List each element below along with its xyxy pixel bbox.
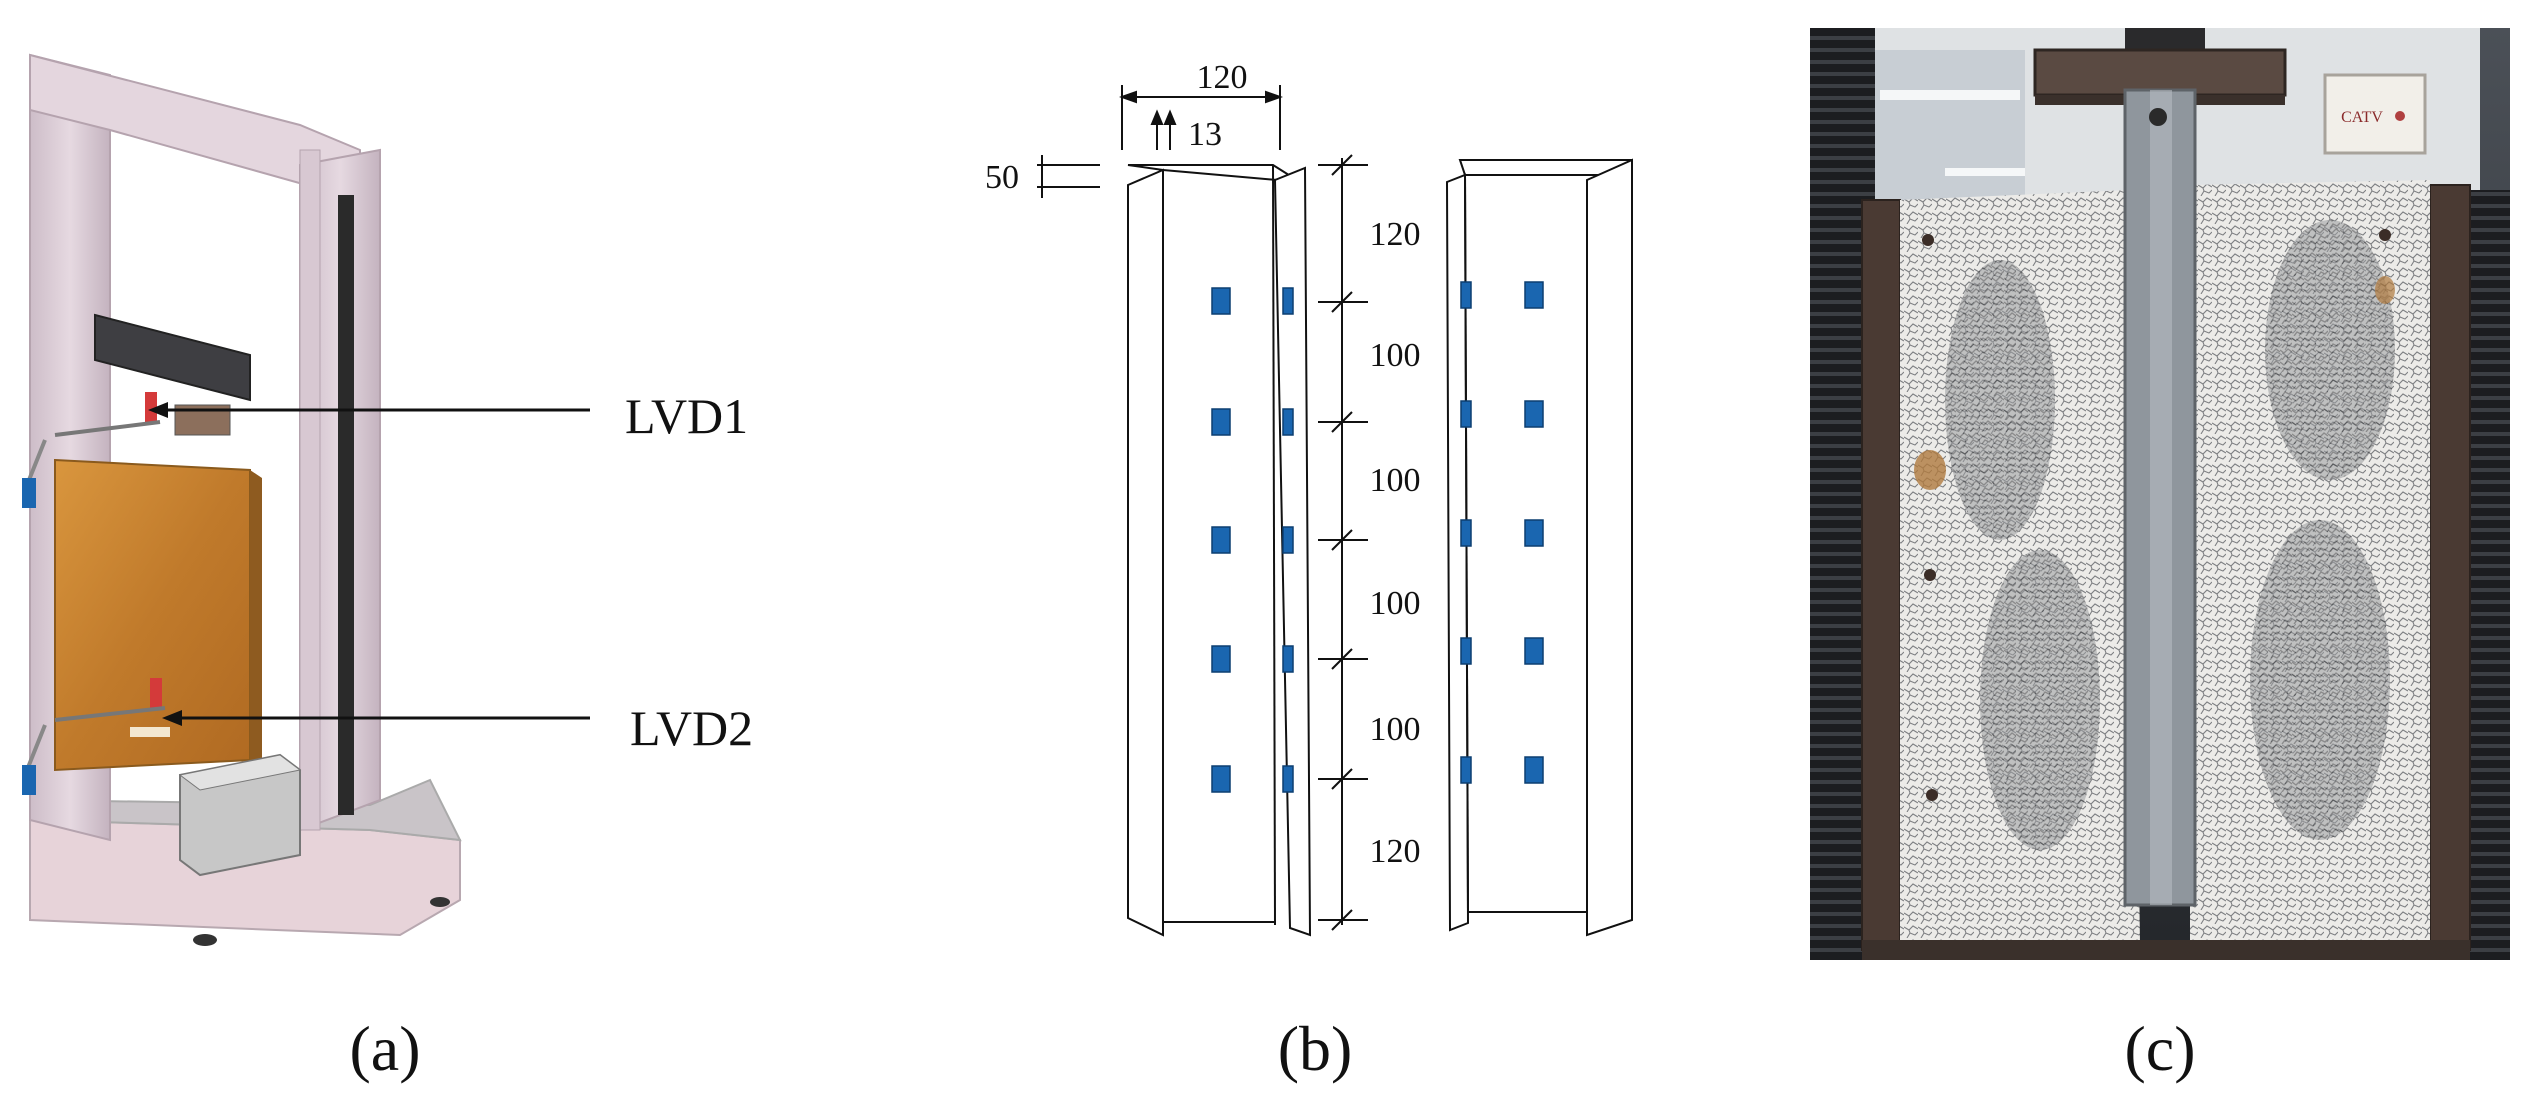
- lvd1-arrowhead: [148, 402, 168, 418]
- rig-loading-block-top: [178, 754, 302, 791]
- gauge-marker: [1211, 765, 1231, 793]
- rig-foot: [193, 934, 217, 946]
- gauge-marker: [1460, 281, 1472, 309]
- panel-b: [1127, 158, 1633, 937]
- dim-chain-slash: [1331, 909, 1353, 931]
- gauge-marker: [1211, 287, 1231, 315]
- dim-spacing-2: 100: [1370, 337, 1421, 374]
- dim-spacing-5: 100: [1370, 711, 1421, 748]
- dim-chain-slash: [1331, 648, 1353, 670]
- dim-lip-text: 13: [1188, 116, 1222, 153]
- lvd2-label: LVD2: [630, 700, 753, 756]
- dim-spacing-4: 100: [1370, 585, 1421, 622]
- gauge-marker: [1282, 287, 1294, 315]
- photo-damage-zone: [2250, 520, 2390, 840]
- photo-plaque-dot: [2395, 111, 2405, 121]
- panel-b-caption: (b): [1278, 1013, 1353, 1084]
- photo-left-steel-frame: [1861, 199, 1901, 951]
- dim-chain-slash: [1331, 529, 1353, 551]
- rig-column-slot: [338, 195, 354, 815]
- dim-chain-slash: [1331, 768, 1353, 790]
- photo-light: [1880, 90, 2020, 100]
- panel-a: LVD1 LVD2 (a): [22, 53, 753, 1084]
- photo-central-channel-highlight: [2150, 90, 2172, 905]
- gauge-marker: [1211, 526, 1231, 554]
- photo-screw: [1924, 569, 1936, 581]
- photo-rust-spot: [2375, 276, 2395, 304]
- gauge-marker: [1211, 408, 1231, 436]
- dim-width-arrow-left: [1119, 90, 1137, 104]
- rig-right-column-front: [299, 149, 321, 831]
- dim-chain-slash: [1331, 154, 1353, 176]
- right-channel-right-flange: [1586, 158, 1633, 937]
- dim-spacing-1: 120: [1370, 216, 1421, 253]
- left-channel-inner-line: [1272, 164, 1276, 926]
- photo-screw: [1922, 234, 1934, 246]
- gauge-marker: [1460, 756, 1472, 784]
- right-channel-left-lip: [1445, 173, 1470, 932]
- rig-foot: [430, 897, 450, 907]
- photo-screw: [2379, 229, 2391, 241]
- photo-base: [1862, 940, 2470, 960]
- photo-right-steel-frame: [2429, 184, 2471, 951]
- photo-light: [1945, 168, 2025, 176]
- lvdt1-sensor-body: [22, 478, 36, 508]
- lvdt1-probe: [145, 392, 157, 422]
- lvd2-arrowhead: [162, 710, 182, 726]
- photo-damage-zone: [2265, 220, 2395, 480]
- gauge-marker: [1282, 645, 1294, 673]
- gauge-marker: [1524, 281, 1544, 309]
- dim-chain-slash: [1331, 291, 1353, 313]
- left-channel-web: [1127, 168, 1164, 937]
- gauge-marker: [1524, 519, 1544, 547]
- dim-chain-slash: [1331, 411, 1353, 433]
- panel-a-caption: (a): [349, 1013, 420, 1084]
- gauge-marker: [1460, 519, 1472, 547]
- specimen-edge: [250, 470, 262, 760]
- gauge-marker: [1282, 408, 1294, 436]
- photo-plaque-text: CATV: [2341, 109, 2383, 126]
- lvdt2-sensor-body: [22, 765, 36, 795]
- photo-top-plate: [2033, 48, 2287, 97]
- photo-damage-zone: [1980, 550, 2100, 850]
- lvdt2-target: [130, 727, 170, 737]
- gauge-marker: [1211, 645, 1231, 673]
- lvdt2-arm: [54, 706, 166, 722]
- panel-c-photo: CATV: [1810, 28, 2510, 960]
- dimension-texts: 120 13 50 120 100 100 100 100 120: [985, 59, 1421, 870]
- lvdt1-arm: [54, 420, 161, 437]
- dim-flange-text: 50: [985, 159, 1019, 196]
- dim-lip-arrow: [1163, 109, 1177, 125]
- panel-c-caption: (c): [2124, 1013, 2195, 1084]
- gauge-marker: [1460, 400, 1472, 428]
- gauge-marker: [1282, 765, 1294, 793]
- dimension-lines: [1037, 85, 1368, 931]
- dim-width-text: 120: [1197, 59, 1248, 96]
- rig-crosshead: [94, 313, 251, 402]
- photo-rust-spot: [1914, 450, 1946, 490]
- dim-spacing-3: 100: [1370, 462, 1421, 499]
- photo-bolt-hole: [2149, 108, 2167, 126]
- specimen-panel: [54, 458, 251, 772]
- dim-width-arrow-right: [1265, 90, 1283, 104]
- dim-lip-arrow: [1150, 109, 1164, 125]
- gauge-marker: [1282, 526, 1294, 554]
- photo-window: [1875, 50, 2025, 200]
- gauge-marker: [1524, 637, 1544, 665]
- strain-gauge-markers: [1211, 281, 1544, 793]
- gauge-marker: [1460, 637, 1472, 665]
- lvdt2-probe: [150, 678, 162, 708]
- dim-spacing-6: 120: [1370, 833, 1421, 870]
- gauge-marker: [1524, 400, 1544, 428]
- gauge-marker: [1524, 756, 1544, 784]
- photo-plaque: [2323, 73, 2427, 155]
- lvd1-label: LVD1: [625, 388, 748, 444]
- photo-damage-zone: [1945, 260, 2055, 540]
- photo-screw: [1926, 789, 1938, 801]
